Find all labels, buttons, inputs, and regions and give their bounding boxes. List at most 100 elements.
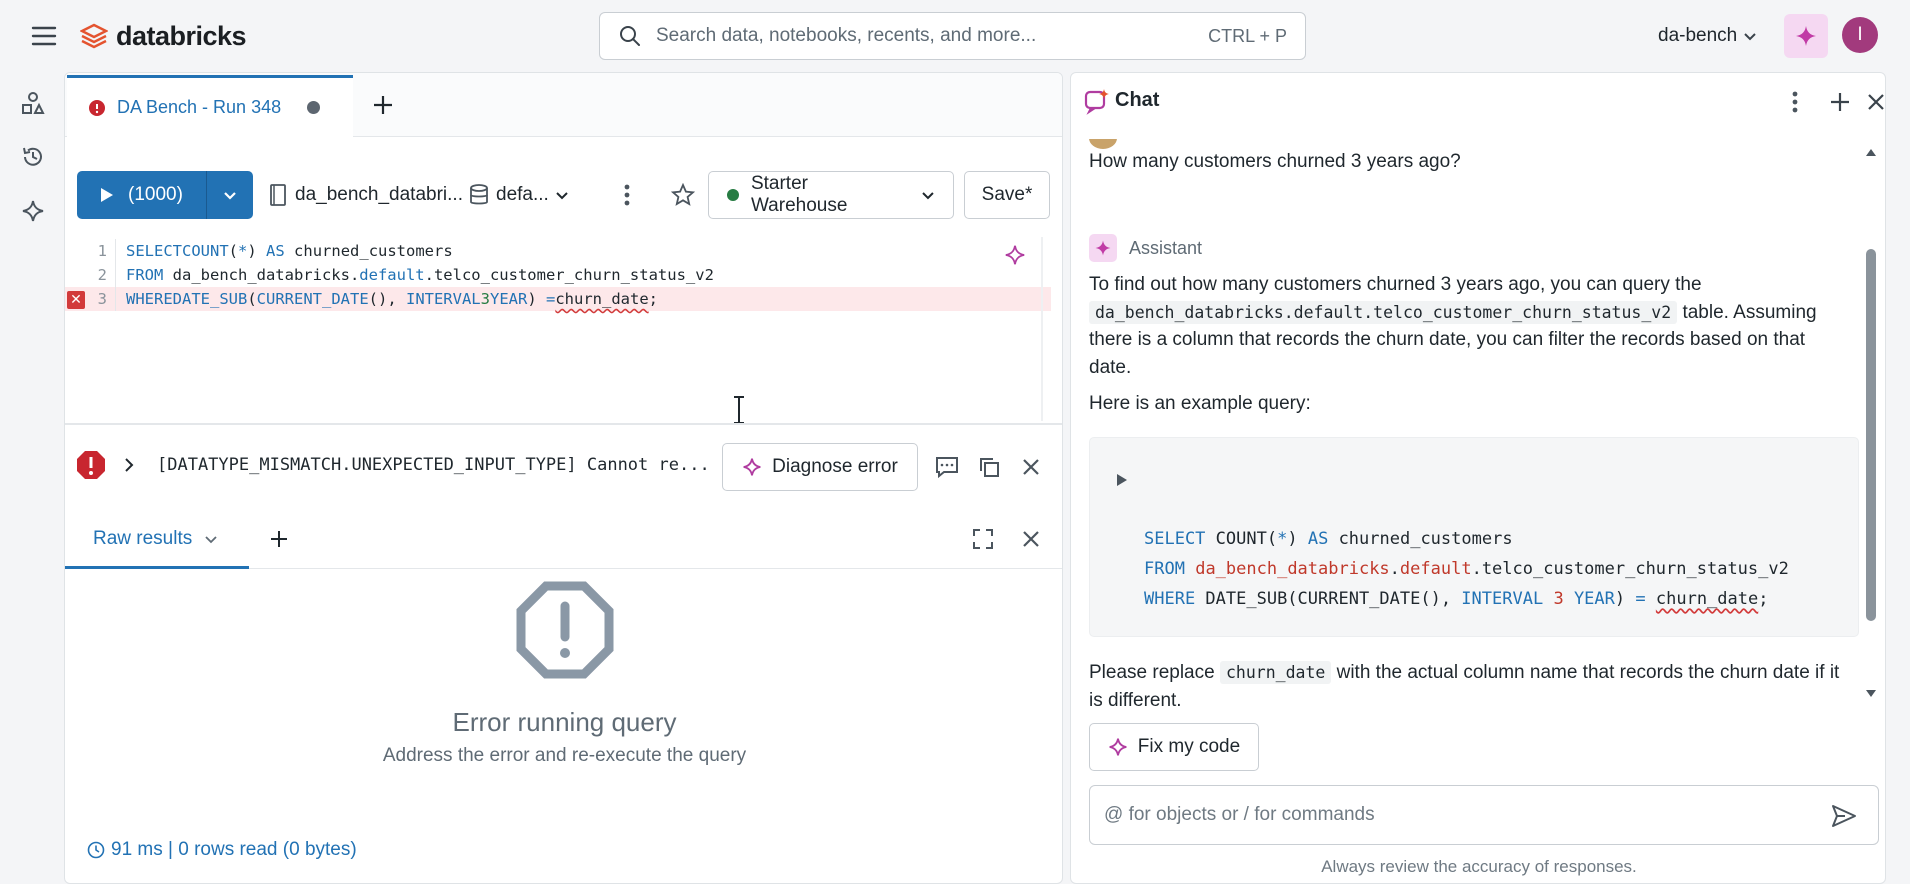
user-avatar bbox=[1089, 139, 1117, 149]
line-number: 2 bbox=[97, 266, 107, 284]
query-stats[interactable]: 91 ms | 0 rows read (0 bytes) bbox=[87, 837, 357, 863]
assistant-toggle-button[interactable] bbox=[1784, 14, 1828, 58]
sparkle-icon bbox=[1796, 26, 1816, 46]
workspace-name: da-bench bbox=[1658, 25, 1738, 46]
close-icon[interactable] bbox=[1015, 523, 1047, 555]
schema-name: defa... bbox=[496, 184, 549, 205]
new-chat-button[interactable] bbox=[1823, 85, 1857, 119]
error-icon bbox=[89, 99, 105, 116]
inline-assistant-icon[interactable] bbox=[1001, 241, 1029, 269]
chat-assistant-icon bbox=[1083, 87, 1111, 115]
chat-messages[interactable]: How many customers churned 3 years ago? … bbox=[1071, 139, 1885, 731]
p1-text-a: To find out how many customers churned 3… bbox=[1089, 274, 1702, 295]
close-icon[interactable] bbox=[1861, 87, 1885, 117]
diagnose-error-button[interactable]: Diagnose error bbox=[722, 443, 918, 491]
close-icon[interactable] bbox=[1015, 451, 1047, 483]
plus-icon bbox=[1831, 93, 1849, 111]
unsaved-dot bbox=[307, 101, 321, 114]
warehouse-status-dot bbox=[727, 189, 739, 201]
catalog-name: da_bench_databri... bbox=[295, 184, 463, 205]
scroll-down-arrow-icon[interactable] bbox=[1865, 689, 1877, 701]
warehouse-selector[interactable]: Starter Warehouse bbox=[708, 171, 954, 219]
chevron-down-icon bbox=[556, 192, 568, 200]
catalog-shapes-icon[interactable] bbox=[18, 88, 48, 118]
assistant-chat-panel: Chat How many customers churned 3 years … bbox=[1070, 72, 1886, 884]
expand-icon[interactable] bbox=[967, 523, 999, 555]
code-text: FROM da_bench_databricks.default.telco_c… bbox=[115, 263, 714, 287]
pane-splitter[interactable] bbox=[65, 423, 1062, 425]
run-button[interactable]: (1000) bbox=[77, 171, 207, 219]
sparkle-icon bbox=[1095, 240, 1111, 256]
editor-scrollbar[interactable] bbox=[1041, 237, 1043, 421]
add-visualization-button[interactable] bbox=[263, 523, 295, 555]
scroll-up-arrow-icon[interactable] bbox=[1865, 147, 1877, 159]
user-avatar[interactable]: I bbox=[1842, 17, 1878, 53]
global-search[interactable]: Search data, notebooks, recents, and mor… bbox=[599, 12, 1306, 60]
save-button[interactable]: Save* bbox=[964, 171, 1050, 219]
chat-title: Chat bbox=[1115, 89, 1160, 111]
chat-input[interactable]: @ for objects or / for commands bbox=[1089, 785, 1879, 845]
schema-selector[interactable]: defa... bbox=[468, 179, 569, 211]
warehouse-name: Starter Warehouse bbox=[750, 173, 848, 216]
chat-header bbox=[1071, 73, 1885, 139]
send-icon[interactable] bbox=[1829, 801, 1859, 831]
comment-icon[interactable] bbox=[931, 451, 963, 483]
play-icon bbox=[101, 188, 114, 202]
run-limit: (1000) bbox=[128, 184, 183, 205]
assistant-paragraph-2: Here is an example query: bbox=[1089, 393, 1311, 414]
chevron-right-icon[interactable] bbox=[117, 453, 141, 477]
more-options-icon[interactable] bbox=[613, 177, 641, 213]
empty-state-subtitle: Address the error and re-execute the que… bbox=[382, 745, 747, 766]
fix-my-code-button[interactable]: Fix my code bbox=[1089, 723, 1259, 771]
database-icon bbox=[470, 184, 488, 205]
error-marker-icon[interactable]: ✕ bbox=[67, 291, 85, 309]
assistant-rail-icon[interactable] bbox=[18, 196, 48, 226]
user-message: How many customers churned 3 years ago? bbox=[1089, 151, 1461, 172]
workspace-switcher[interactable]: da-bench bbox=[1658, 22, 1757, 50]
code-editor[interactable]: 1 SELECT COUNT(*) AS churned_customers 2… bbox=[65, 237, 1062, 421]
more-options-icon[interactable] bbox=[1781, 87, 1809, 117]
line-number: 1 bbox=[97, 242, 107, 260]
menu-icon[interactable] bbox=[28, 22, 60, 50]
databricks-logo[interactable]: databricks bbox=[80, 18, 247, 54]
assistant-badge bbox=[1089, 234, 1117, 262]
run-button-group: (1000) bbox=[77, 171, 253, 219]
code-line-1[interactable]: 1 SELECT COUNT(*) AS churned_customers bbox=[65, 239, 1051, 263]
chevron-down-icon bbox=[205, 535, 217, 543]
inline-column-name: churn_date bbox=[1219, 661, 1332, 684]
code-line-3[interactable]: 3 WHERE DATE_SUB(CURRENT_DATE(), INTERVA… bbox=[65, 287, 1051, 311]
new-tab-button[interactable] bbox=[365, 87, 401, 123]
code-snippet[interactable]: SELECT COUNT(*) AS churned_customers FRO… bbox=[1089, 437, 1859, 637]
favorite-star-icon[interactable] bbox=[665, 177, 701, 213]
catalog-selector[interactable]: da_bench_databri... bbox=[269, 179, 463, 211]
accuracy-disclaimer: Always review the accuracy of responses. bbox=[1321, 857, 1637, 876]
empty-state-title: Error running query bbox=[452, 707, 677, 737]
p3-text-b: with the actual column name that records… bbox=[1089, 662, 1840, 711]
sql-editor-panel: DA Bench - Run 348 (1000) da_bench_datab… bbox=[64, 72, 1063, 884]
chevron-down-icon bbox=[922, 192, 934, 200]
assistant-label: Assistant bbox=[1129, 237, 1203, 258]
code-text: SELECT COUNT(*) AS churned_customers bbox=[115, 239, 453, 263]
code-line-2[interactable]: 2 FROM da_bench_databricks.default.telco… bbox=[65, 263, 1051, 287]
history-icon[interactable] bbox=[18, 142, 48, 172]
search-icon bbox=[620, 26, 640, 46]
assistant-header: Assistant bbox=[1089, 233, 1202, 263]
error-octagon-icon bbox=[75, 449, 107, 481]
run-snippet-icon[interactable] bbox=[1112, 470, 1132, 490]
run-options-button[interactable] bbox=[207, 171, 253, 219]
chat-scrollbar-thumb[interactable] bbox=[1866, 249, 1876, 621]
fix-label: Fix my code bbox=[1137, 736, 1241, 757]
tab-raw-results[interactable]: Raw results bbox=[65, 511, 249, 569]
tab-da-bench-run[interactable]: DA Bench - Run 348 bbox=[67, 75, 353, 137]
code-text: WHERE DATE_SUB(CURRENT_DATE(), INTERVAL … bbox=[115, 287, 658, 311]
query-stats-text: 91 ms | 0 rows read (0 bytes) bbox=[111, 839, 357, 860]
catalog-book-icon bbox=[270, 184, 286, 206]
results-tab-bar bbox=[65, 511, 1062, 569]
warning-octagon-icon bbox=[516, 581, 614, 679]
chevron-down-icon bbox=[1744, 33, 1756, 41]
databricks-logo-icon bbox=[80, 23, 108, 49]
error-message[interactable]: [DATATYPE_MISMATCH.UNEXPECTED_INPUT_TYPE… bbox=[157, 455, 710, 475]
copy-icon[interactable] bbox=[973, 451, 1005, 483]
inline-table-name: da_bench_databricks.default.telco_custom… bbox=[1089, 300, 1678, 324]
search-placeholder: Search data, notebooks, recents, and mor… bbox=[656, 25, 1037, 46]
